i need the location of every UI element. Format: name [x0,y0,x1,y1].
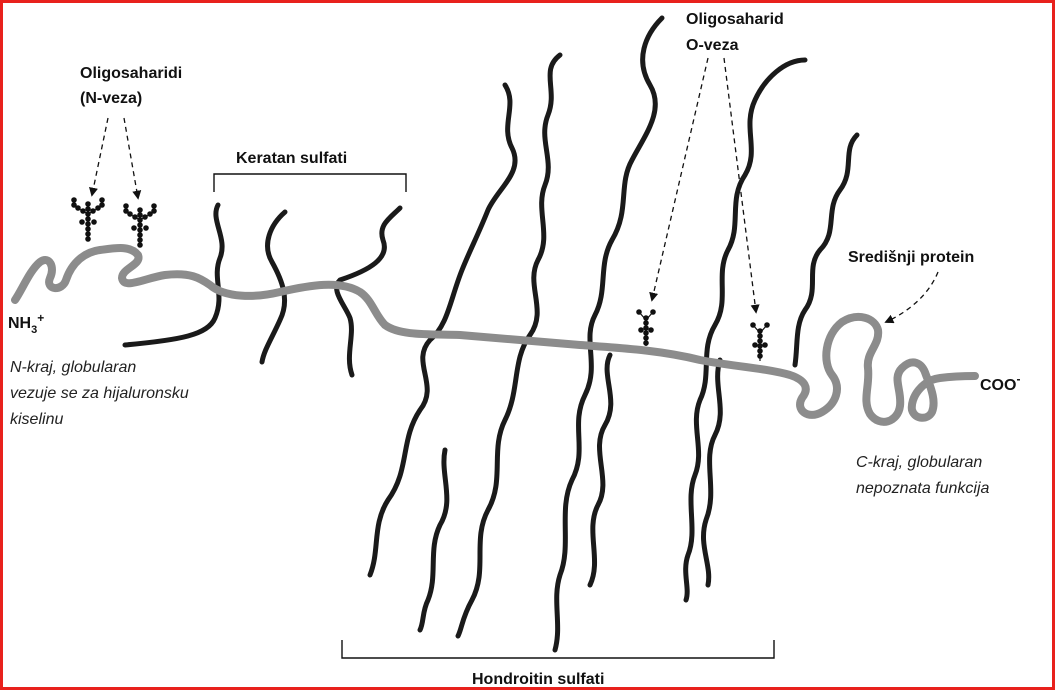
chondroitin-label: Hondroitin sulfati [472,671,604,688]
coo-label: COO- [980,372,1020,394]
n-oligo-arrow-left [92,118,108,195]
keratan-chain [262,212,285,362]
core-protein-label: Središnji protein [848,249,974,266]
keratan-bracket [214,174,406,192]
n-oligo-arrow-right [124,118,138,198]
chondroitin-chain [420,450,447,630]
n-oligo-label-line2: (N-veza) [80,90,142,107]
n-linked-oligosaccharide-glyph [124,204,156,247]
keratan-chain [337,208,400,375]
n-terminal-note-line2: vezuje se za hijaluronsku [10,385,189,402]
n-oligo-label-line1: Oligosaharidi [80,65,182,82]
chondroitin-chain [590,355,611,585]
c-terminal-note-line1: C-kraj, globularan [856,454,982,471]
keratan-label: Keratan sulfati [236,150,347,167]
n-terminal-note-line3: kiselinu [10,411,63,428]
o-linked-oligosaccharide-glyph [637,310,655,346]
chondroitin-chain [686,60,805,600]
core-protein-arrow [886,272,938,322]
o-oligo-label-line1: Oligosaharid [686,11,784,28]
c-terminal-note-line2: nepoznata funkcija [856,480,990,497]
chondroitin-chain [703,360,720,585]
o-oligo-label-line2: O-veza [686,37,739,54]
o-linked-oligosaccharide-glyph [751,323,769,361]
nh3-label: NH3+ [8,311,44,336]
n-terminal-note-line1: N-kraj, globularan [10,359,136,376]
o-oligo-arrow-left [652,58,708,300]
o-oligo-arrow-right [724,58,756,312]
n-linked-oligosaccharide-glyph [72,198,104,241]
